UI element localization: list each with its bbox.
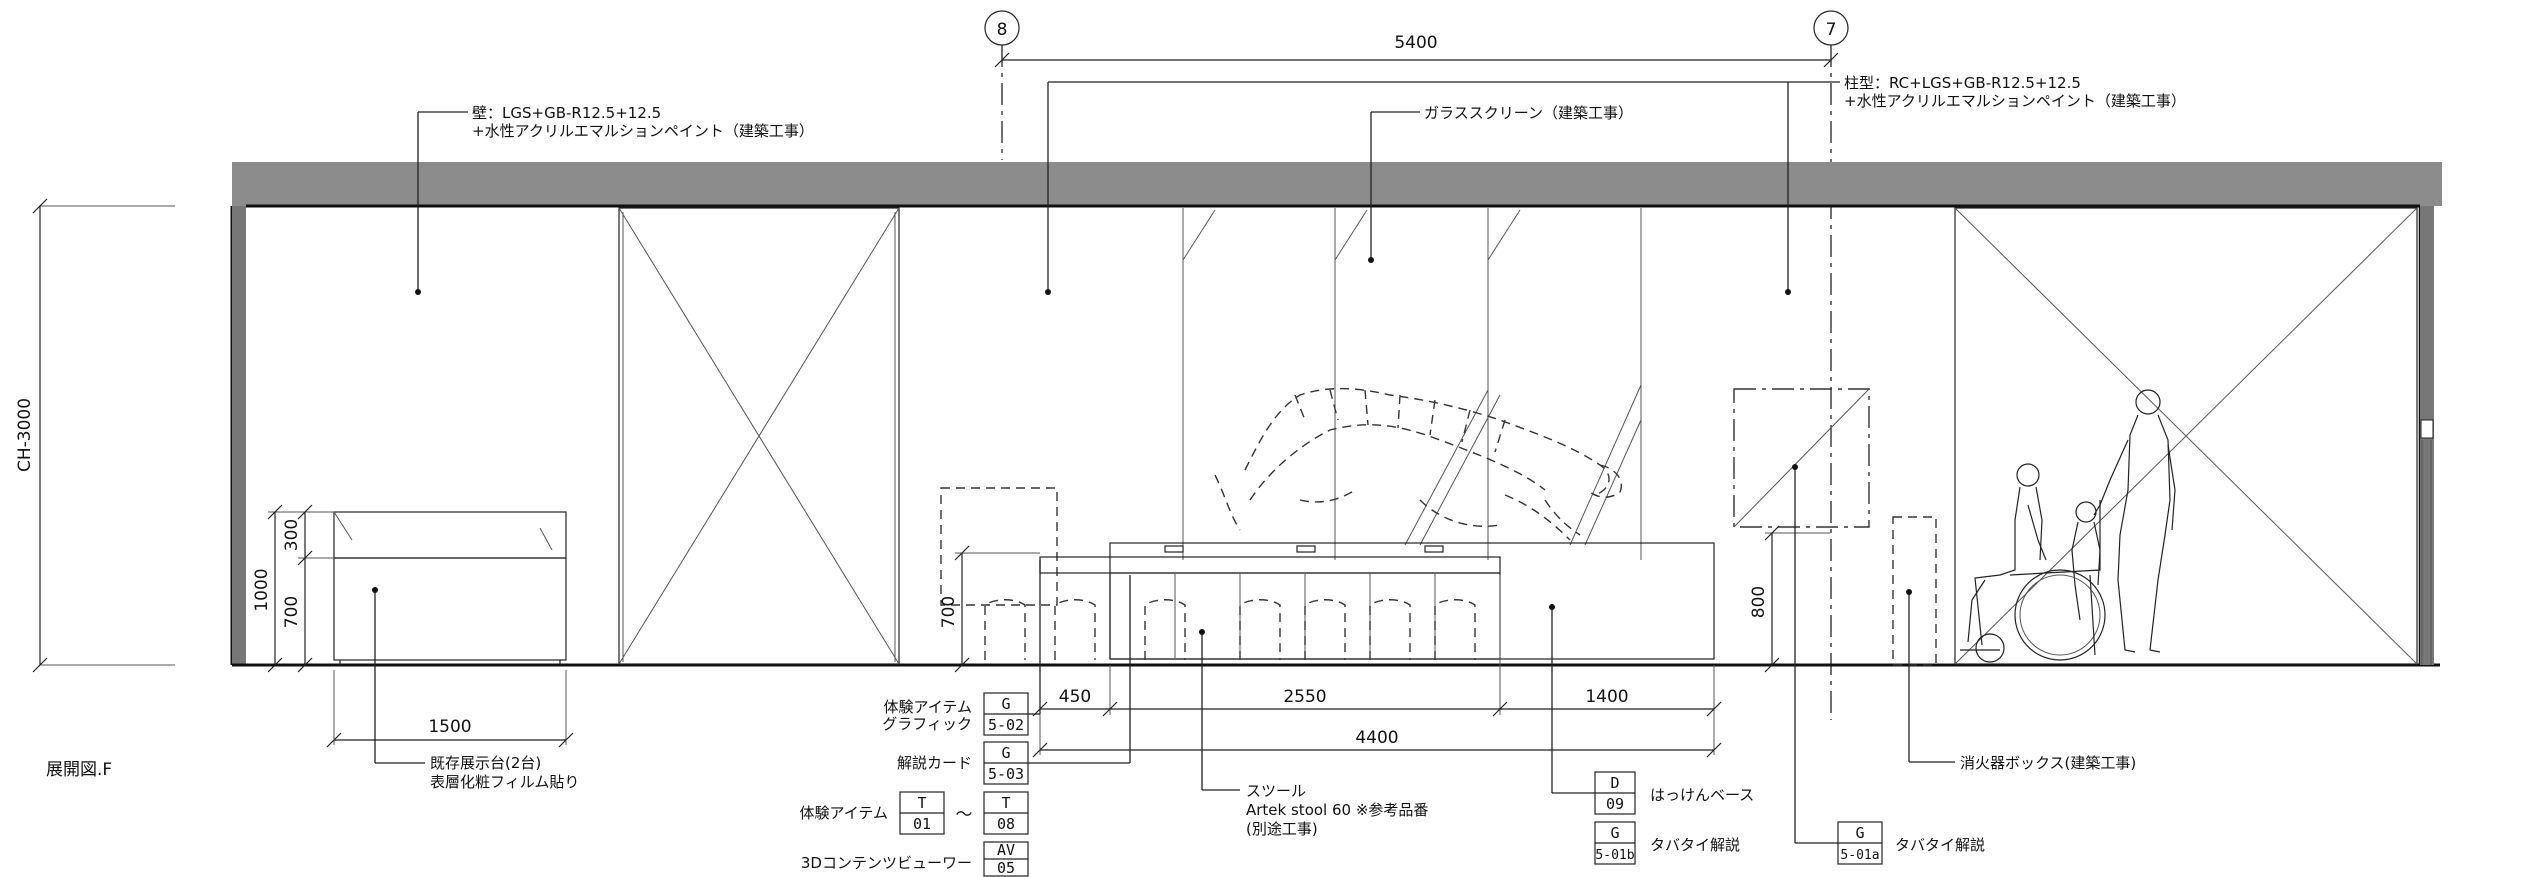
exp-graphic-top: G — [1001, 695, 1010, 713]
exp-graphic-label2: グラフィック — [882, 715, 972, 733]
note-extinguisher: 消火器ボックス(建築工事) — [1906, 589, 2136, 772]
note-wall: 壁：LGS+GB-R12.5+12.5 +水性アクリルエマルションペイント（建築… — [415, 104, 814, 295]
drawing-title: 展開図.F — [46, 760, 112, 780]
tabatai-note-1: タバタイ解説 — [1650, 836, 1740, 854]
d09-bottom: 09 — [1606, 795, 1624, 813]
dinosaur-skeleton — [1214, 387, 1622, 541]
tag-viewer: 3Dコンテンツビューワー AV 05 — [801, 841, 1029, 877]
tag-hakken: D 09 はっけんベース — [1549, 604, 1754, 815]
card-bottom: 5-03 — [988, 765, 1024, 783]
extinguisher-note: 消火器ボックス(建築工事) — [1960, 754, 2136, 772]
grid-label-8: 8 — [997, 20, 1008, 40]
display-base-value: 700 — [282, 596, 302, 628]
fire-extinguisher-box — [1892, 516, 1937, 666]
room-outline — [230, 204, 2440, 667]
stool-height-value: 700 — [939, 596, 959, 628]
viewer-top: AV — [997, 841, 1015, 859]
viewer-bottom: 05 — [997, 859, 1015, 877]
tag-tabatai-a: G 5-01a タバタイ解説 — [1792, 464, 1985, 865]
viewer-label: 3Dコンテンツビューワー — [801, 854, 972, 872]
ceiling-height-value: CH-3000 — [15, 398, 35, 472]
note-display: 既存展示台(2台) 表層化粧フィルム貼り — [372, 587, 579, 791]
hakken-note: はっけんベース — [1650, 786, 1754, 804]
existing-display-table — [333, 511, 567, 665]
exp-graphic-label1: 体験アイテム — [883, 698, 972, 716]
stool-height-dimension: 700 — [939, 545, 1040, 673]
wall-note-line2: +水性アクリルエマルションペイント（建築工事） — [472, 122, 814, 140]
glass-note: ガラススクリーン（建築工事） — [1424, 104, 1633, 122]
exp-item-dashed-box — [940, 487, 1058, 606]
stools — [984, 599, 1476, 660]
counter-dimensions: 450 2550 1400 4400 — [1032, 575, 1722, 758]
dim-1400-value: 1400 — [1585, 687, 1628, 707]
grid-axis-8: 8 — [984, 10, 1020, 160]
d09-top: D — [1610, 774, 1619, 792]
ceiling-height-dimension: CH-3000 — [15, 198, 175, 673]
note-stool: スツール Artek stool 60 ※参考品番 (別途工事) — [1199, 629, 1428, 838]
tabatai-note-2: タバタイ解説 — [1895, 836, 1985, 854]
pipe-height-dimension: 800 — [1749, 525, 1830, 673]
dim-4400-value: 4400 — [1355, 728, 1398, 748]
grid-axis-7: 7 — [1813, 10, 1849, 720]
card-label: 解説カード — [897, 754, 972, 772]
tag-exp-graphic: 体験アイテム グラフィック G 5-02 — [882, 560, 1041, 736]
tag-exp-item: 体験アイテム T 01 ～ T 08 — [799, 791, 1029, 835]
tag-tabatai-b: G 5-01b タバタイ解説 — [1594, 821, 1740, 865]
stool-note-line2: Artek stool 60 ※参考品番 — [1246, 801, 1428, 819]
viewer-dashed-box — [1733, 388, 1870, 528]
exp-graphic-bottom: 5-02 — [988, 716, 1024, 734]
note-glass: ガラススクリーン（建築工事） — [1368, 104, 1633, 263]
exp-item-tilde: ～ — [956, 805, 973, 825]
g501b-top: G — [1610, 824, 1619, 842]
display-height-dimension: 1000 300 700 — [252, 504, 334, 673]
human-figures — [1960, 389, 2176, 663]
column-note-line1: 柱型：RC+LGS+GB-R12.5+12.5 — [1844, 74, 2081, 92]
wall-note-line1: 壁：LGS+GB-R12.5+12.5 — [472, 104, 661, 122]
stool-note-line1: スツール — [1246, 782, 1306, 800]
display-note-line1: 既存展示台(2台) — [430, 754, 541, 772]
exp-item-label: 体験アイテム — [799, 804, 888, 822]
display-total-value: 1000 — [252, 568, 272, 611]
grid-label-7: 7 — [1826, 20, 1837, 40]
ceiling-band — [232, 162, 2442, 206]
opening-left — [618, 207, 900, 665]
grid-span-value: 5400 — [1394, 33, 1437, 53]
tag-card: 解説カード G 5-03 — [897, 575, 1131, 785]
g501a-top: G — [1855, 824, 1864, 842]
dim-2550-value: 2550 — [1283, 687, 1326, 707]
g501a-bottom: 5-01a — [1840, 848, 1879, 863]
exp-item-b-top: T — [1001, 794, 1010, 812]
opening-right — [1954, 207, 2418, 665]
card-top: G — [1001, 744, 1010, 762]
stool-note-line3: (別途工事) — [1246, 820, 1318, 838]
glass-screen — [1182, 208, 1642, 560]
exp-item-a-top: T — [917, 794, 926, 812]
display-width-value: 1500 — [428, 717, 471, 737]
column-note-line2: +水性アクリルエマルションペイント（建築工事） — [1844, 92, 2186, 110]
grid-span-dimension: 5400 — [994, 33, 1839, 68]
exp-item-b-bottom: 08 — [997, 815, 1015, 833]
display-width-dimension: 1500 — [326, 670, 574, 748]
dim-450-value: 450 — [1059, 687, 1091, 707]
display-top-value: 300 — [282, 519, 302, 551]
g501b-bottom: 5-01b — [1595, 848, 1634, 863]
display-note-line2: 表層化粧フィルム貼り — [430, 773, 579, 791]
note-column: 柱型：RC+LGS+GB-R12.5+12.5 +水性アクリルエマルションペイン… — [1045, 74, 2186, 295]
pipe-height-value: 800 — [1749, 586, 1769, 618]
exp-item-a-bottom: 01 — [913, 815, 931, 833]
